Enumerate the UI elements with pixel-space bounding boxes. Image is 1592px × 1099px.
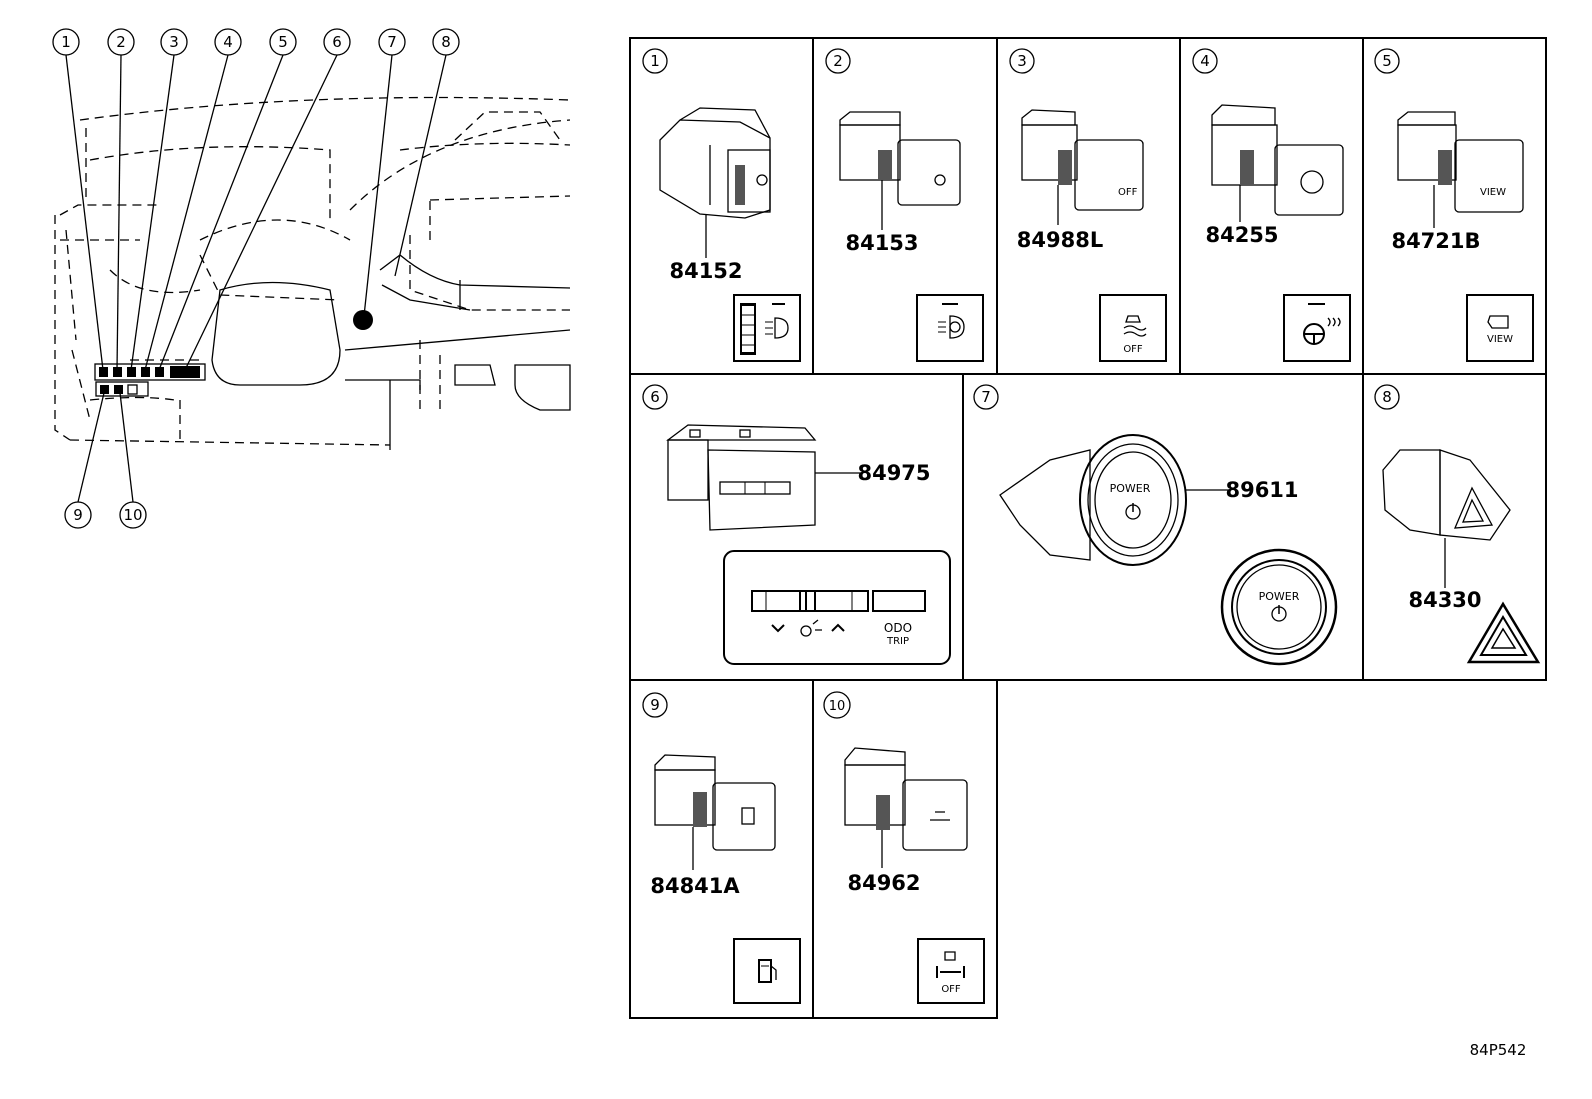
svg-text:4: 4 [223,33,233,51]
panel-number: 5 [1382,52,1392,70]
callout-9[interactable]: 9 [64,392,105,529]
panel-number: 2 [833,52,843,70]
switch-drawing [844,747,968,851]
callout-6[interactable]: 6 [184,28,351,371]
hazard-triangle-icon [1466,601,1541,664]
svg-text:ODO: ODO [884,621,912,635]
panel-6[interactable]: 6 84975 ODO TRIP [642,384,951,665]
svg-text:2: 2 [116,33,126,51]
panel-4[interactable]: 4 84255 [1192,48,1351,362]
panel-grid [629,37,1547,1019]
svg-text:VIEW: VIEW [1480,187,1506,198]
camera-view-icon: VIEW [1466,294,1534,362]
panel-number: 8 [1382,388,1392,406]
panel-number: 10 [829,699,846,714]
part-number: 84975 [857,461,930,485]
headlamp-leveling-icon [733,294,801,362]
svg-text:OFF: OFF [1123,344,1143,355]
panel-number: 7 [981,388,991,406]
svg-text:POWER: POWER [1110,482,1151,495]
callout-10[interactable]: 10 [119,392,147,529]
part-number: 84255 [1205,223,1278,247]
switch-drawing [654,754,776,851]
panel-number: 1 [650,52,660,70]
callout-4[interactable]: 4 [144,28,242,371]
panel-number: 6 [650,388,660,406]
part-number: 84330 [1408,588,1481,612]
switch-drawing [1382,449,1511,541]
part-number: 84152 [669,259,742,283]
svg-text:6: 6 [332,33,342,51]
callout-8[interactable]: 8 [394,28,460,277]
switch-drawing [839,111,961,206]
svg-text:3: 3 [169,33,179,51]
svg-text:5: 5 [278,33,288,51]
panel-3[interactable]: 3 OFF 84988L OFF [1009,48,1167,362]
panel-7[interactable]: 7 POWER 89611 POWER [973,384,1338,666]
callout-5[interactable]: 5 [158,28,297,371]
callout-2[interactable]: 2 [107,28,135,371]
part-number: 84841A [650,874,740,898]
panel-9[interactable]: 9 84841A [642,692,801,1004]
dashboard-overview: 1 2 3 4 5 6 7 [52,28,571,529]
part-number: 89611 [1225,478,1298,502]
steering-heater-icon [1283,294,1351,362]
fuel-door-icon [733,938,801,1004]
svg-text:TRIP: TRIP [886,636,909,647]
panel-number: 3 [1017,52,1027,70]
switch-drawing: OFF [1021,109,1144,211]
switch-drawing [659,107,771,219]
part-number: 84962 [847,871,920,895]
switch-drawing: POWER [999,434,1187,566]
svg-text:POWER: POWER [1259,590,1300,603]
panel-1[interactable]: 1 84152 [642,48,801,362]
panel-number: 4 [1200,52,1210,70]
svg-text:9: 9 [73,506,83,524]
power-button-icon: POWER [1220,548,1338,666]
switch-drawing [1211,104,1344,216]
svg-text:VIEW: VIEW [1487,334,1513,345]
panel-number: 9 [650,696,660,714]
callout-7[interactable]: 7 [363,28,406,317]
panel-10[interactable]: 10 84962 OFF [823,691,985,1004]
panel-8[interactable]: 8 84330 [1374,384,1541,664]
diagram-code: 84P542 [1470,1041,1527,1059]
auto-headlamp-icon [916,294,984,362]
callout-1[interactable]: 1 [52,28,104,371]
svg-text:OFF: OFF [1118,187,1138,198]
part-number: 84153 [845,231,918,255]
svg-text:10: 10 [123,506,142,524]
panel-5[interactable]: 5 VIEW 84721B VIEW [1374,48,1534,362]
svg-text:1: 1 [61,33,71,51]
panel-2[interactable]: 2 84153 [825,48,984,362]
switch-drawing: VIEW [1397,111,1524,213]
svg-text:7: 7 [387,33,397,51]
switch-drawing [666,424,817,531]
callout-3[interactable]: 3 [130,28,188,371]
svg-text:OFF: OFF [941,984,961,995]
part-number: 84988L [1017,228,1103,252]
svg-text:8: 8 [441,33,451,51]
traction-control-off-icon: OFF [1099,294,1167,362]
suspension-off-icon: OFF [917,938,985,1004]
part-number: 84721B [1391,229,1480,253]
odo-trip-icon: ODO TRIP [723,550,951,665]
